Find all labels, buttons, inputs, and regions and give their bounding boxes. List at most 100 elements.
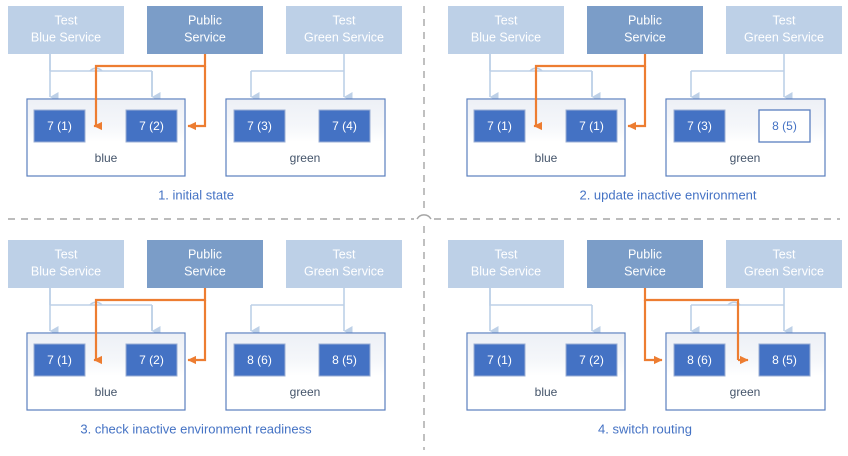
p3-blue-instance-1-label: 7 (2) xyxy=(139,353,164,367)
p4-public-service-line1: Public xyxy=(628,247,662,261)
p3-green-instance-1[interactable]: 8 (5) xyxy=(318,343,371,377)
p1-test-green-service-line1: Test xyxy=(333,13,356,27)
p4-test-blue-service-line2: Blue Service xyxy=(471,264,541,278)
p4-green-instance-1-label: 8 (5) xyxy=(772,353,797,367)
p4-caption: 4. switch routing xyxy=(598,421,692,436)
p2-test-blue-service[interactable]: Test Blue Service xyxy=(448,6,564,54)
p4-public-service-line2: Service xyxy=(624,264,666,278)
p4-green-instance-1[interactable]: 8 (5) xyxy=(758,343,811,377)
p4-blue-instance-1-label: 7 (2) xyxy=(579,353,604,367)
p1-public-routing xyxy=(93,54,207,131)
p3-green-instance-1-label: 8 (5) xyxy=(332,353,357,367)
p3-test-green-service[interactable]: Test Green Service xyxy=(286,240,402,288)
p1-public-service-line1: Public xyxy=(188,13,222,27)
p1-green-env-label: green xyxy=(290,151,321,165)
p1-public-service[interactable]: Public Service xyxy=(147,6,263,54)
p2-blue-instance-1[interactable]: 7 (1) xyxy=(565,109,618,143)
p1-blue-instance-0[interactable]: 7 (1) xyxy=(33,109,86,143)
p2-caption: 2. update inactive environment xyxy=(579,187,756,202)
p4-blue-instance-0-label: 7 (1) xyxy=(487,353,512,367)
p4-blue-instance-1[interactable]: 7 (2) xyxy=(565,343,618,377)
p1-green-instance-1-label: 7 (4) xyxy=(332,119,357,133)
p2-public-service-line2: Service xyxy=(624,30,666,44)
p1-blue-instance-1-label: 7 (2) xyxy=(139,119,164,133)
p1-test-green-service[interactable]: Test Green Service xyxy=(286,6,402,54)
p3-blue-environment: 7 (1) 7 (2) blue xyxy=(26,332,186,411)
p4-public-service[interactable]: Public Service xyxy=(587,240,703,288)
p3-blue-env-label: blue xyxy=(95,385,118,399)
p4-green-env-label: green xyxy=(730,385,761,399)
p4-blue-env-label: blue xyxy=(535,385,558,399)
p4-green-instance-0[interactable]: 8 (6) xyxy=(673,343,726,377)
p3-test-blue-service[interactable]: Test Blue Service xyxy=(8,240,124,288)
p2-green-environment: 7 (3) 8 (5) green xyxy=(665,98,826,177)
p3-public-service-line2: Service xyxy=(184,264,226,278)
p4-public-routing xyxy=(643,288,749,365)
p4-test-green-service-line2: Green Service xyxy=(744,264,824,278)
p2-test-blue-arrows xyxy=(489,54,601,102)
panel-2: Test Blue Service Public Service Test Gr… xyxy=(448,6,842,202)
p2-test-green-service[interactable]: Test Green Service xyxy=(726,6,842,54)
p2-test-green-arrows xyxy=(690,54,793,102)
p4-green-environment: 8 (6) 8 (5) green xyxy=(665,332,826,411)
p3-blue-instance-1[interactable]: 7 (2) xyxy=(125,343,178,377)
p2-green-env-label: green xyxy=(730,151,761,165)
p2-public-routing xyxy=(533,54,647,131)
p2-test-green-service-line2: Green Service xyxy=(744,30,824,44)
p3-public-service-line1: Public xyxy=(188,247,222,261)
p1-green-environment: 7 (3) 7 (4) green xyxy=(225,98,386,177)
p3-public-routing xyxy=(93,288,207,365)
p4-blue-instance-0[interactable]: 7 (1) xyxy=(473,343,526,377)
p3-blue-instance-0[interactable]: 7 (1) xyxy=(33,343,86,377)
p1-test-blue-service-line2: Blue Service xyxy=(31,30,101,44)
p1-test-green-arrows xyxy=(250,54,353,102)
p2-blue-environment: 7 (1) 7 (1) blue xyxy=(466,98,626,177)
p1-public-service-line2: Service xyxy=(184,30,226,44)
p3-green-instance-0-label: 8 (6) xyxy=(247,353,272,367)
divider-crossover-arc xyxy=(416,214,432,220)
p3-public-service[interactable]: Public Service xyxy=(147,240,263,288)
p1-blue-instance-0-label: 7 (1) xyxy=(47,119,72,133)
p3-test-green-service-line2: Green Service xyxy=(304,264,384,278)
p1-green-instance-0[interactable]: 7 (3) xyxy=(233,109,286,143)
panel-3: Test Blue Service Public Service Test Gr… xyxy=(8,240,402,436)
p2-public-service[interactable]: Public Service xyxy=(587,6,703,54)
p2-blue-instance-0-label: 7 (1) xyxy=(487,119,512,133)
p4-blue-environment: 7 (1) 7 (2) blue xyxy=(466,332,626,411)
p1-green-instance-1[interactable]: 7 (4) xyxy=(318,109,371,143)
p3-green-environment: 8 (6) 8 (5) green xyxy=(225,332,386,411)
p3-test-green-arrows xyxy=(250,288,353,336)
p3-green-instance-0[interactable]: 8 (6) xyxy=(233,343,286,377)
p2-green-instance-0[interactable]: 7 (3) xyxy=(673,109,726,143)
panel-4: Test Blue Service Public Service Test Gr… xyxy=(448,240,842,436)
p4-green-instance-0-label: 8 (6) xyxy=(687,353,712,367)
panel-1: Test Blue Service Public Service Test Gr… xyxy=(8,6,402,202)
p2-test-blue-service-line1: Test xyxy=(495,13,518,27)
p3-green-env-label: green xyxy=(290,385,321,399)
p3-test-blue-service-line2: Blue Service xyxy=(31,264,101,278)
p4-test-blue-service[interactable]: Test Blue Service xyxy=(448,240,564,288)
p2-blue-instance-0[interactable]: 7 (1) xyxy=(473,109,526,143)
p2-blue-env-label: blue xyxy=(535,151,558,165)
p4-test-blue-arrows xyxy=(489,288,601,336)
p4-test-green-service[interactable]: Test Green Service xyxy=(726,240,842,288)
p4-test-green-service-line1: Test xyxy=(773,247,796,261)
p2-test-green-service-line1: Test xyxy=(773,13,796,27)
p3-test-blue-service-line1: Test xyxy=(55,247,78,261)
p2-public-service-line1: Public xyxy=(628,13,662,27)
p2-test-blue-service-line2: Blue Service xyxy=(471,30,541,44)
p2-green-instance-1-label: 8 (5) xyxy=(772,119,797,133)
p1-blue-instance-1[interactable]: 7 (2) xyxy=(125,109,178,143)
p4-test-blue-service-line1: Test xyxy=(495,247,518,261)
p3-blue-instance-0-label: 7 (1) xyxy=(47,353,72,367)
p1-test-blue-service[interactable]: Test Blue Service xyxy=(8,6,124,54)
p2-green-instance-1[interactable]: 8 (5) xyxy=(758,109,811,143)
p1-test-blue-service-line1: Test xyxy=(55,13,78,27)
p1-test-blue-arrows xyxy=(49,54,161,102)
p1-green-instance-0-label: 7 (3) xyxy=(247,119,272,133)
p1-test-green-service-line2: Green Service xyxy=(304,30,384,44)
p1-blue-environment: 7 (1) 7 (2) blue xyxy=(26,98,186,177)
p2-blue-instance-1-label: 7 (1) xyxy=(579,119,604,133)
